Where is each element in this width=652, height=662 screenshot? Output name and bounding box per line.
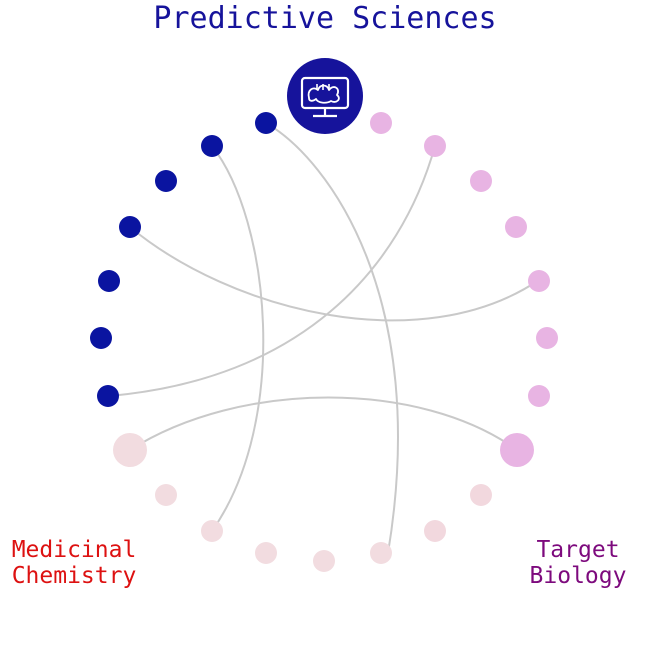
predictive-node — [155, 170, 177, 192]
medicinal-nodes — [113, 433, 392, 572]
links — [107, 122, 540, 554]
target-biology-label-line1: Target — [536, 537, 619, 563]
target-node — [500, 433, 534, 467]
link-curve — [129, 396, 518, 451]
medicinal-chemistry-label-line2: Chemistry — [12, 563, 137, 589]
medicinal-node — [370, 542, 392, 564]
predictive-node — [255, 112, 277, 134]
target-node — [424, 520, 446, 542]
link-curve — [211, 145, 265, 532]
link-curve — [107, 145, 436, 397]
predictive-node — [90, 327, 112, 349]
link-curve — [129, 226, 540, 322]
target-nodes — [370, 112, 558, 542]
medicinal-node — [313, 550, 335, 572]
predictive-node — [98, 270, 120, 292]
target-node — [528, 385, 550, 407]
target-node — [470, 170, 492, 192]
medicinal-node — [155, 484, 177, 506]
predictive-node — [201, 135, 223, 157]
target-node — [536, 327, 558, 349]
medicinal-chemistry-label-line1: Medicinal — [12, 537, 137, 563]
medicinal-node — [201, 520, 223, 542]
predictive-node — [119, 216, 141, 238]
link-curve — [265, 122, 399, 554]
target-node — [505, 216, 527, 238]
target-biology-label-line2: Biology — [530, 563, 627, 589]
target-node — [370, 112, 392, 134]
medicinal-node — [113, 433, 147, 467]
target-node — [470, 484, 492, 506]
predictive-nodes — [90, 112, 277, 407]
medicinal-node — [255, 542, 277, 564]
target-node — [528, 270, 550, 292]
diagram-title: Predictive Sciences — [153, 1, 496, 36]
predictive-node — [97, 385, 119, 407]
target-node — [424, 135, 446, 157]
monitor-molecule-icon — [287, 58, 363, 134]
